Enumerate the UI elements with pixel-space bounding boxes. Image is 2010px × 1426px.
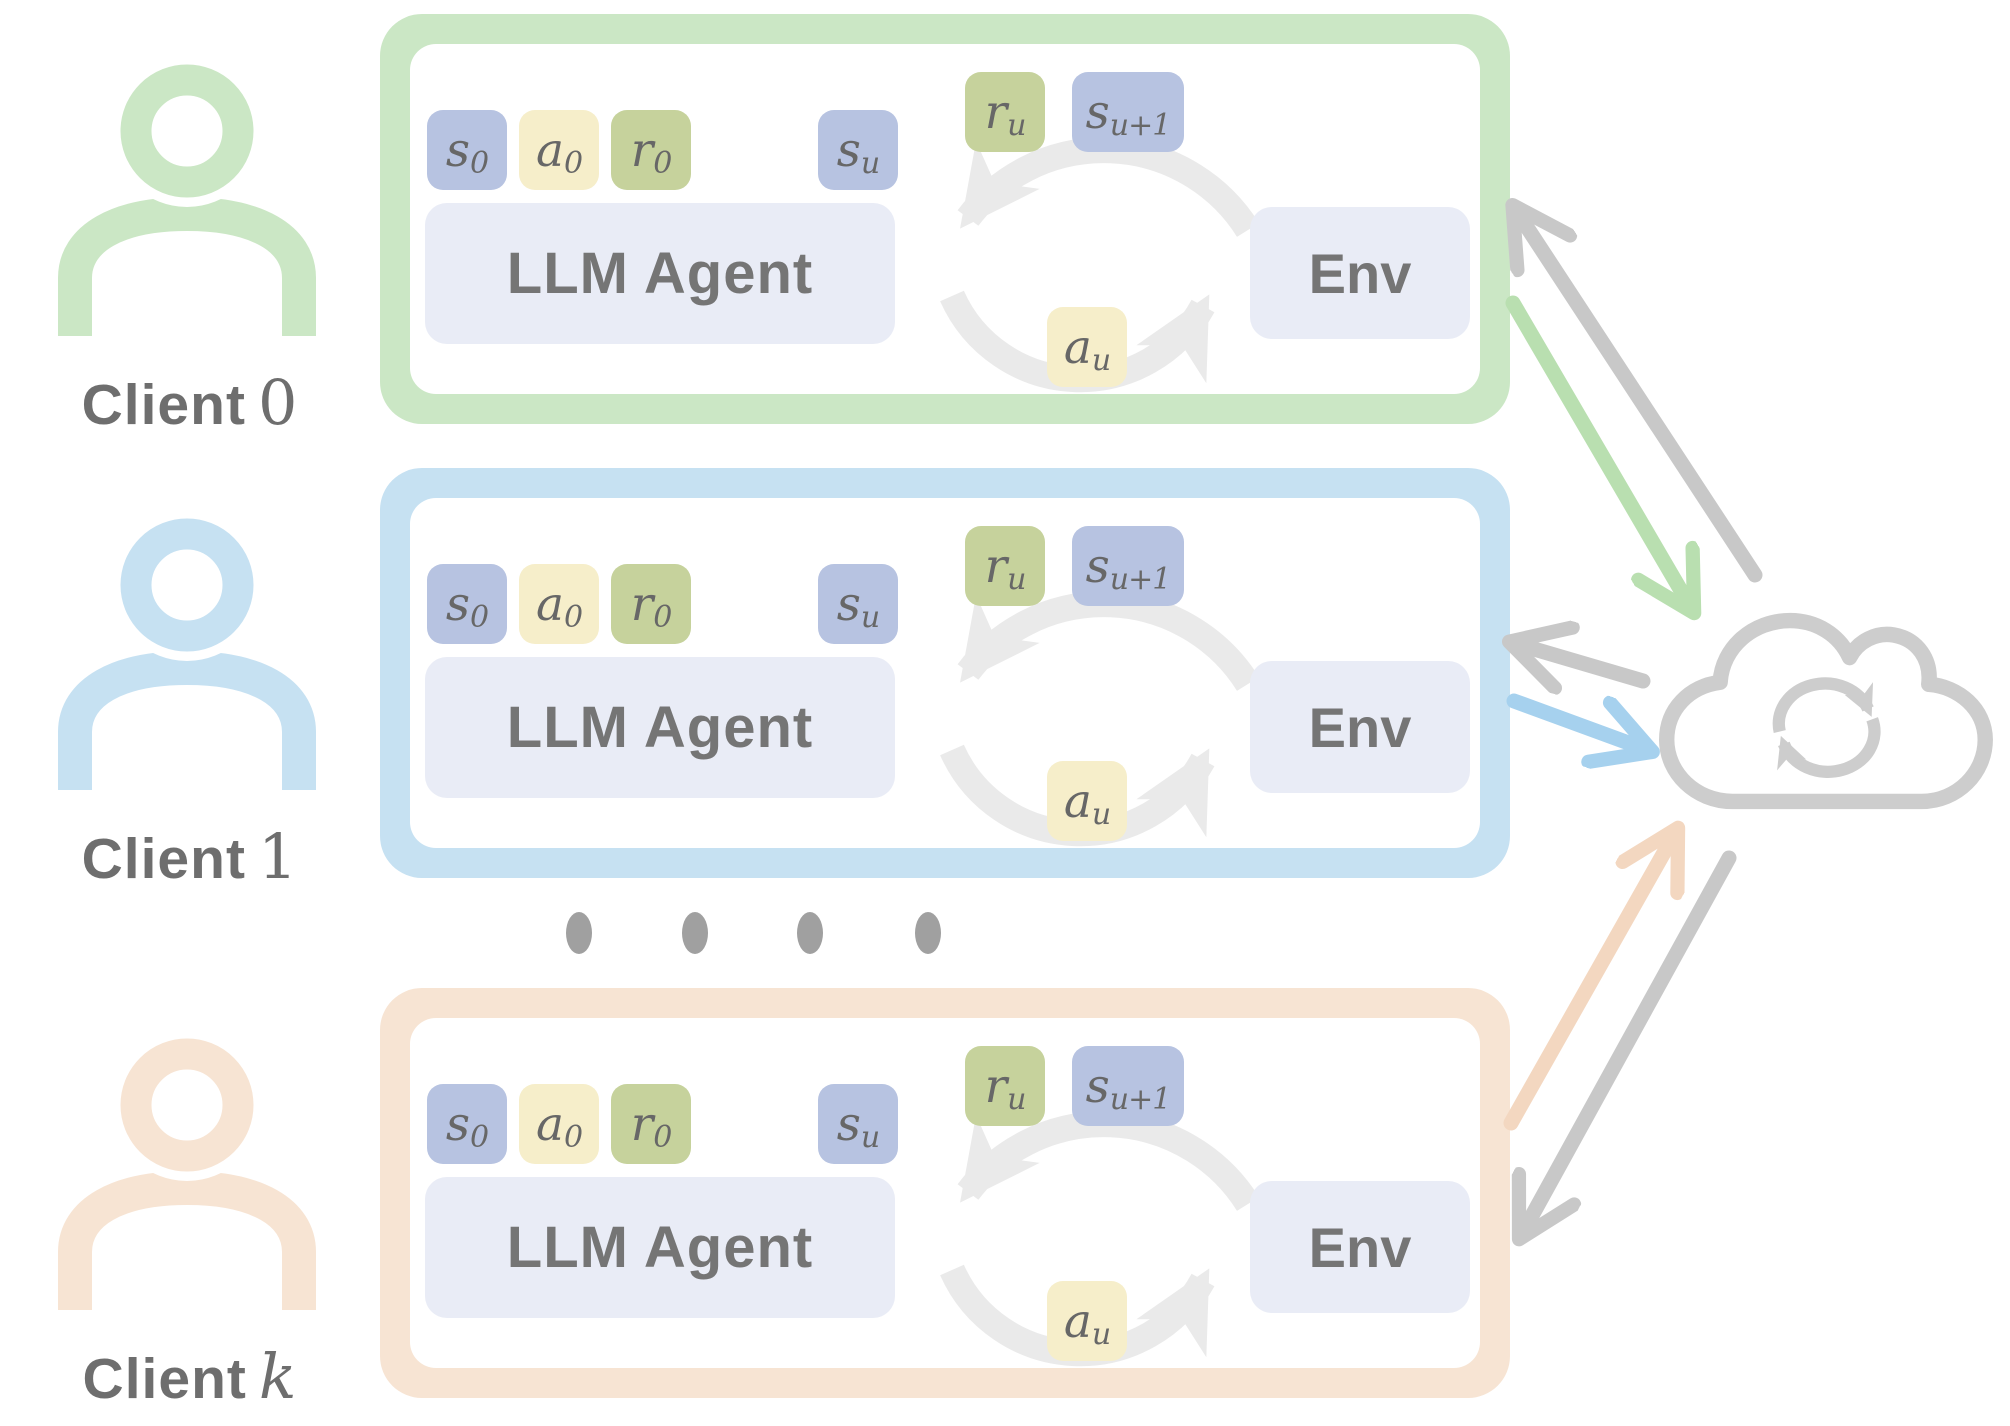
client-k-user-icon xyxy=(58,1029,316,1310)
client-1-user-icon xyxy=(58,509,316,790)
client-0-user-icon xyxy=(58,55,316,336)
env-box: Env xyxy=(1250,661,1470,793)
env-box: Env xyxy=(1250,207,1470,339)
cloud-to-clientk-arrow xyxy=(1523,850,1737,1232)
ellipsis-dots xyxy=(566,912,941,954)
client1-to-cloud-arrow xyxy=(1506,693,1645,749)
cloud-to-client1-arrow xyxy=(1517,644,1651,681)
cloud-to-client0-arrow xyxy=(1517,212,1763,583)
client0-to-cloud-arrow xyxy=(1505,295,1690,606)
llm-agent-box: LLM Agent xyxy=(425,203,895,344)
llm-agent-box: LLM Agent xyxy=(425,657,895,798)
sync-arrows-icon xyxy=(1772,677,1881,778)
env-box: Env xyxy=(1250,1181,1470,1313)
clientk-to-cloud-arrow xyxy=(1503,835,1674,1131)
cloud-sync-icon xyxy=(1652,598,2002,822)
llm-agent-box: LLM Agent xyxy=(425,1177,895,1318)
